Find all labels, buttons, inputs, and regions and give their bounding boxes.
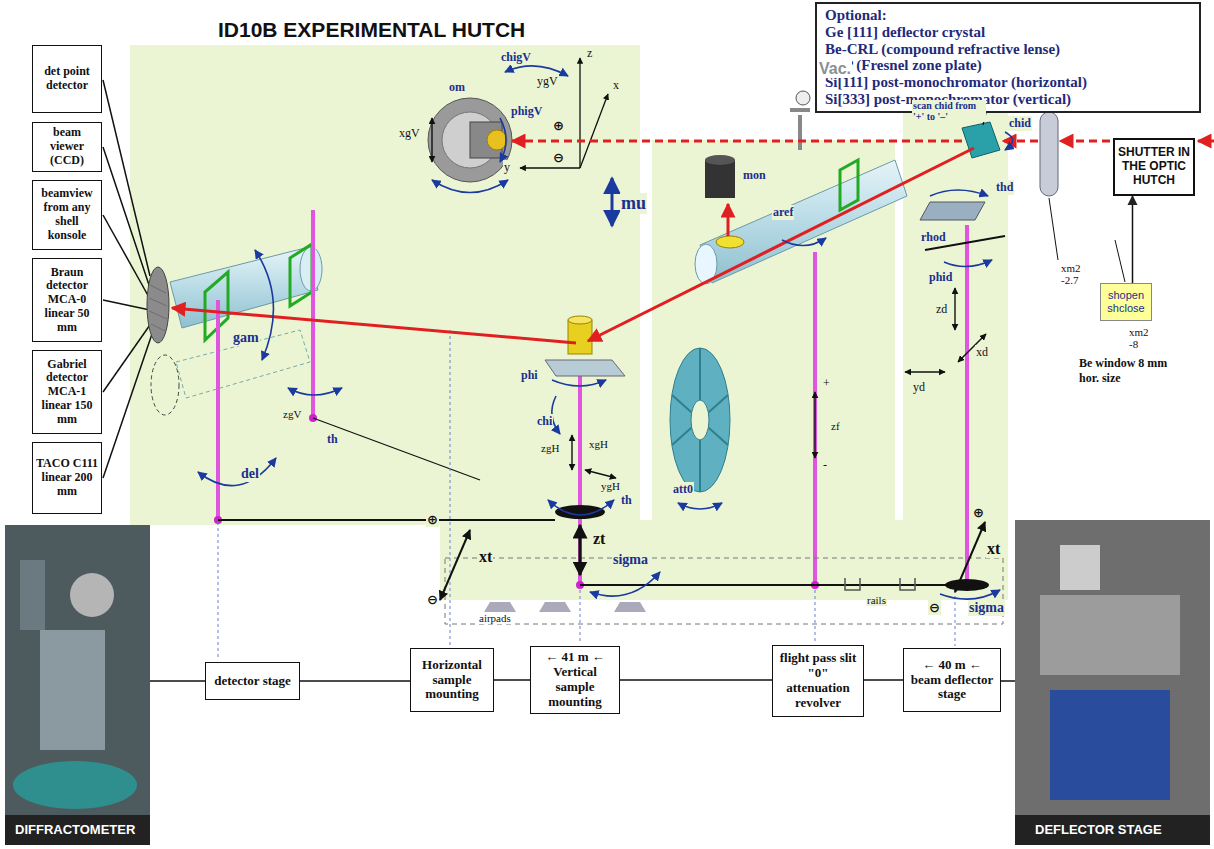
motor-label: rhod bbox=[920, 230, 947, 245]
detector-box: beamview from any shell konsole bbox=[32, 180, 102, 250]
motor-label: zd bbox=[935, 302, 948, 317]
motor-label: ygH bbox=[600, 480, 621, 492]
motor-label: phid bbox=[928, 270, 953, 285]
detector-box: det point detector bbox=[32, 45, 102, 113]
detector-box: Gabriel detector MCA-1 linear 150 mm bbox=[32, 350, 102, 434]
axis-label: x bbox=[612, 78, 620, 93]
stage-box: ← 41 m ← Vertical sample mounting bbox=[530, 646, 620, 714]
stage-box: ← 40 m ← beam deflector stage bbox=[903, 648, 1001, 712]
note: scan chid from '+' to '–' bbox=[912, 100, 986, 122]
part-label: Be window 8 mm hor. size bbox=[1078, 356, 1170, 386]
stage-box: detector stage bbox=[205, 662, 300, 700]
connector bbox=[300, 680, 410, 682]
motor-label: gam bbox=[232, 330, 260, 346]
motor-label: phi bbox=[520, 368, 539, 383]
sign: + bbox=[822, 376, 831, 391]
motor-label: xm2 -8 bbox=[1128, 326, 1156, 350]
node-text: Si[111] post-monochromator (horizontal) bbox=[825, 74, 1087, 91]
node-text: TACO C111 linear 200 mm bbox=[35, 457, 99, 498]
photo-caption: DEFLECTOR STAGE bbox=[1034, 822, 1163, 837]
motor-label: th bbox=[326, 432, 339, 447]
motor-label: xgH bbox=[588, 438, 609, 450]
node-text: Horizontal sample mounting bbox=[414, 658, 490, 703]
motor-label: mu bbox=[620, 193, 647, 214]
node-text: det point detector bbox=[35, 65, 99, 93]
motor-label: sigma bbox=[612, 552, 649, 568]
motor-label: phigV bbox=[510, 104, 543, 119]
sign: ⊖ bbox=[552, 150, 565, 165]
node-text: flight pass slit "0" attenuation revolve… bbox=[776, 651, 860, 711]
motor-label: sigma bbox=[968, 600, 1005, 616]
options-box: Optional:Ge [111] deflector crystalBe-CR… bbox=[815, 2, 1201, 113]
sign: ⊕ bbox=[972, 505, 985, 520]
motor-label: thd bbox=[995, 180, 1014, 195]
detector-box: TACO C111 linear 200 mm bbox=[32, 442, 102, 514]
connector bbox=[864, 679, 903, 681]
motor-label: yd bbox=[912, 380, 926, 395]
connector bbox=[494, 679, 530, 681]
photo-caption: DIFFRACTOMETER bbox=[14, 822, 136, 837]
part-label: mon bbox=[742, 168, 767, 183]
sign: ⊕ bbox=[426, 512, 439, 527]
node-text: ← 40 m ← beam deflector stage bbox=[907, 658, 997, 703]
motor-label: chigV bbox=[500, 50, 532, 65]
axis-label: z bbox=[586, 46, 593, 61]
stage-box: Horizontal sample mounting bbox=[410, 648, 494, 712]
node-text: Optional: bbox=[825, 7, 887, 24]
motor-label: zt bbox=[592, 530, 606, 548]
diagram-title: ID10B EXPERIMENTAL HUTCH bbox=[218, 18, 525, 42]
motor-label: zgV bbox=[282, 408, 302, 420]
shutter-box: SHUTTER IN THE OPTIC HUTCH bbox=[1113, 138, 1195, 196]
part-label: airpads bbox=[478, 612, 512, 624]
motor-label: xt bbox=[478, 548, 493, 566]
node-text: Ge [111] deflector crystal bbox=[825, 24, 985, 41]
part-label: Vac. bbox=[818, 60, 852, 78]
connector bbox=[620, 679, 772, 681]
node-text: Be-CRL (compound refractive lense) bbox=[825, 41, 1060, 58]
motor-label: om bbox=[448, 80, 466, 95]
stage-box: flight pass slit "0" attenuation revolve… bbox=[772, 645, 864, 717]
sign: - bbox=[822, 458, 828, 473]
motor-label: xm2 -2.7 bbox=[1060, 262, 1092, 286]
node-text: Gabriel detector MCA-1 linear 150 mm bbox=[35, 358, 99, 427]
motor-label: ygV bbox=[536, 74, 559, 89]
node-text: detector stage bbox=[214, 674, 291, 689]
node-text: Braun detector MCA-0 linear 50 mm bbox=[35, 266, 99, 335]
motor-label: zgH bbox=[540, 442, 560, 454]
motor-label: chid bbox=[1008, 116, 1032, 131]
motor-label: aref bbox=[772, 205, 794, 220]
axis-label: y bbox=[503, 160, 511, 175]
motor-label: att0 bbox=[672, 482, 694, 497]
motor-label: xt bbox=[986, 540, 1001, 558]
detector-box: beam viewer (CCD) bbox=[32, 122, 102, 172]
motor-label: xgV bbox=[398, 126, 421, 141]
motor-label: del bbox=[240, 466, 260, 482]
motor-label: xd bbox=[975, 345, 989, 360]
motor-label: zf bbox=[830, 420, 841, 432]
motor-label: th bbox=[620, 493, 633, 508]
node-text: beam viewer (CCD) bbox=[35, 126, 99, 167]
node-text: ← 41 m ← Vertical sample mounting bbox=[534, 650, 616, 710]
node-text: shopen shclose bbox=[1103, 289, 1149, 314]
sign: ⊖ bbox=[426, 592, 439, 607]
node-text: SHUTTER IN THE OPTIC HUTCH bbox=[1118, 146, 1190, 187]
part-label: rails bbox=[866, 594, 887, 606]
sign: ⊕ bbox=[552, 118, 565, 133]
connector bbox=[1132, 196, 1134, 283]
detector-box: Braun detector MCA-0 linear 50 mm bbox=[32, 258, 102, 342]
control-box: shopen shclose bbox=[1100, 283, 1152, 321]
node-text: beamview from any shell konsole bbox=[35, 187, 99, 242]
motor-label: chi bbox=[536, 414, 553, 429]
sign: ⊖ bbox=[928, 600, 941, 615]
